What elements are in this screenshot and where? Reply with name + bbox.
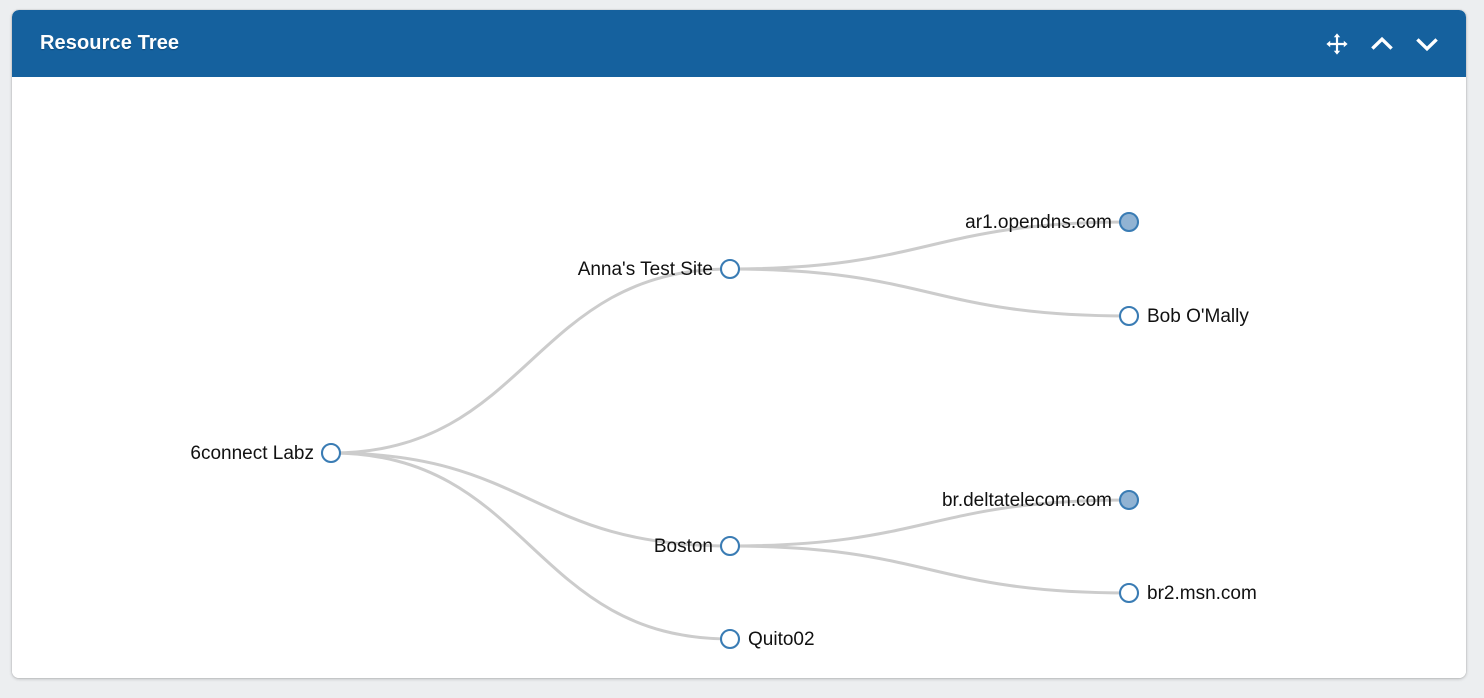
tree-link <box>728 498 1131 548</box>
tree-nodes-layer: 6connect Labz Anna's Test SiteBostonQuito… <box>190 211 1257 650</box>
node-circle[interactable] <box>1118 305 1140 327</box>
tree-node-boston[interactable]: Boston <box>654 535 741 557</box>
tree-node-ar1[interactable]: ar1.opendns.com <box>965 211 1140 233</box>
resource-tree-graph: 6connect Labz Anna's Test SiteBostonQuito… <box>190 211 1257 650</box>
page-title: Resource Tree <box>40 32 180 54</box>
node-label[interactable]: br.deltatelecom.com <box>942 490 1112 511</box>
node-label[interactable]: Anna's Test Site <box>578 259 713 280</box>
node-label[interactable]: Boston <box>654 536 713 557</box>
node-label[interactable]: Bob O'Mally <box>1147 306 1249 327</box>
tree-link <box>728 220 1131 271</box>
node-circle[interactable] <box>719 628 741 650</box>
tree-node-anna[interactable]: Anna's Test Site <box>578 258 741 280</box>
node-label[interactable]: ar1.opendns.com <box>965 212 1112 233</box>
chevron-up-icon[interactable] <box>1369 31 1395 57</box>
tree-link <box>329 267 732 455</box>
node-label[interactable]: br2.msn.com <box>1147 583 1257 604</box>
node-circle[interactable] <box>1118 582 1140 604</box>
tree-node-br2msn[interactable]: br2.msn.com <box>1118 582 1257 604</box>
tree-link <box>728 267 1131 318</box>
node-circle[interactable] <box>719 258 741 280</box>
node-circle[interactable] <box>1118 489 1140 511</box>
tree-node-quito02[interactable]: Quito02 <box>719 628 815 650</box>
node-label[interactable]: Quito02 <box>748 629 815 650</box>
move-icon[interactable] <box>1324 31 1350 57</box>
header-toolbar <box>1324 31 1440 57</box>
panel-header: Resource Tree <box>12 10 1466 77</box>
node-circle[interactable] <box>1118 211 1140 233</box>
tree-link <box>329 451 732 641</box>
tree-node-brdelta[interactable]: br.deltatelecom.com <box>942 489 1140 511</box>
node-label[interactable]: 6connect Labz <box>190 443 314 464</box>
node-circle[interactable] <box>320 442 342 464</box>
tree-link <box>728 544 1131 595</box>
tree-link <box>329 451 732 548</box>
tree-links-layer <box>329 220 1131 641</box>
chevron-down-icon[interactable] <box>1414 31 1440 57</box>
node-circle[interactable] <box>719 535 741 557</box>
tree-node-bob[interactable]: Bob O'Mally <box>1118 305 1249 327</box>
tree-node-root[interactable]: 6connect Labz <box>190 442 342 464</box>
